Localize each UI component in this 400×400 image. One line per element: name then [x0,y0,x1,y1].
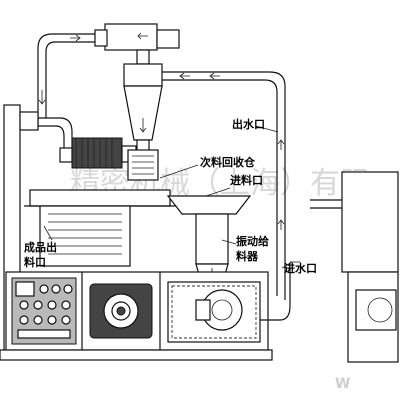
blower [94,23,180,51]
label-vibrating-feeder-line1: 振动给 [236,234,269,248]
label-water-inlet: 进水口 [284,261,317,275]
control-panel [11,277,77,345]
label-product-outlet-line1: 成品出 [24,240,57,254]
label-recovery-line2: 进料口 [230,173,263,187]
air-duct-left [37,33,95,125]
main-motor [89,283,153,339]
label-water-outlet: 出水口 [232,117,265,131]
label-vibrating-feeder-line2: 料器 [236,249,259,263]
pump-housing [167,281,261,343]
second-machine [310,171,399,363]
top-motor [59,137,137,169]
cyclone-separator [123,49,163,155]
mill-chamber [24,149,176,267]
leader-lines [43,125,293,269]
label-product-outlet-line2: 料口 [24,255,46,269]
watermark-site: W [335,376,350,392]
label-recovery-line1: 次料回收仓 [200,155,256,169]
air-duct-right [162,71,286,300]
